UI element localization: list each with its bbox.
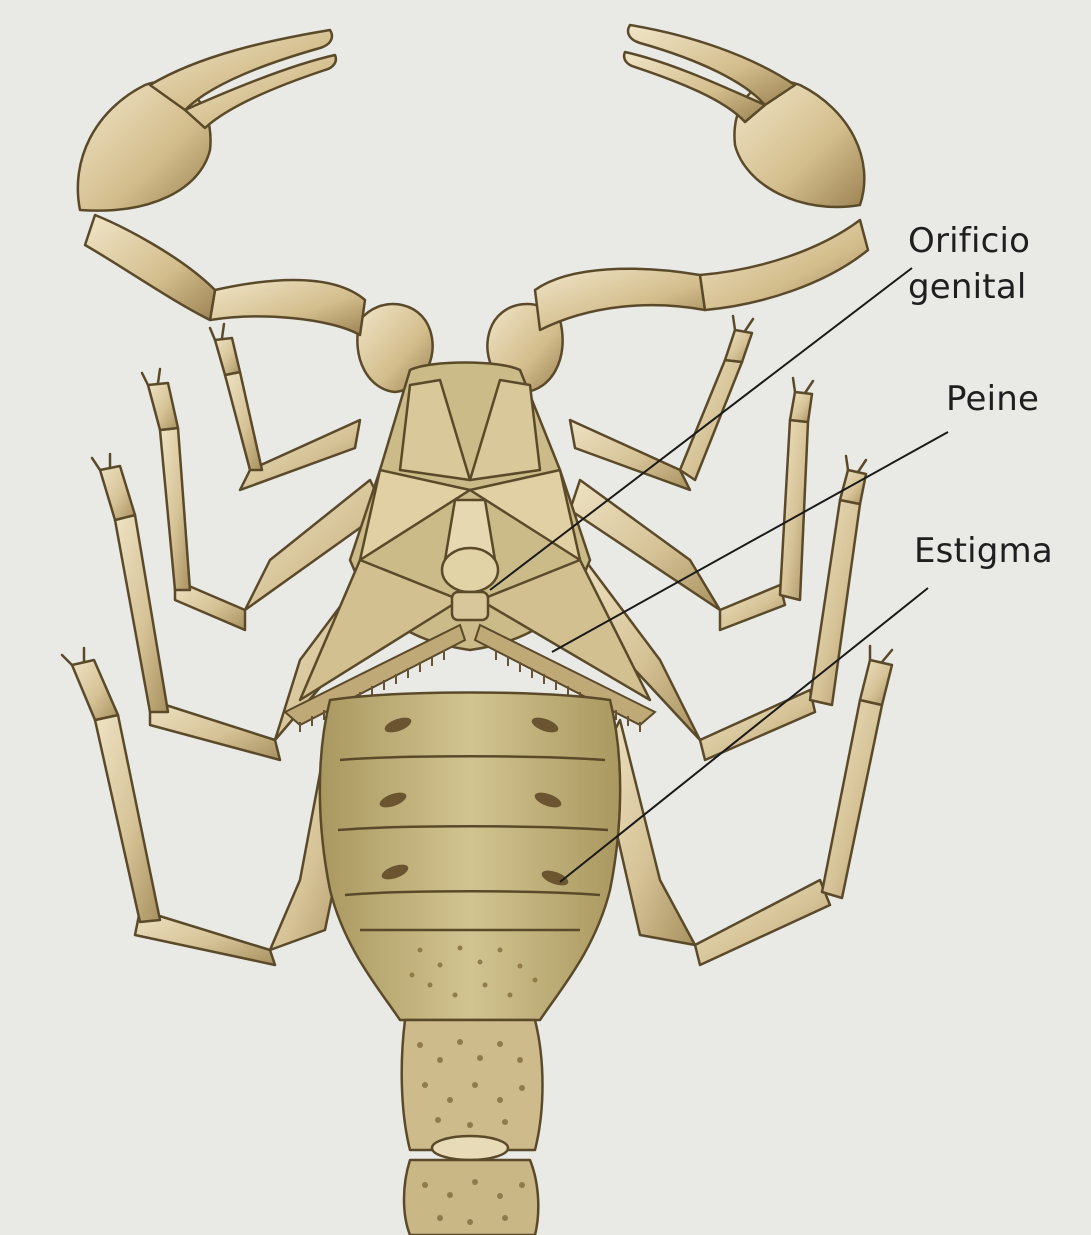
label-estigma: Estigma (914, 528, 1053, 574)
abdomen (320, 693, 620, 1021)
tail-segments (402, 1020, 543, 1235)
label-orificio-genital: Orificio genital (908, 218, 1030, 310)
pedipalp-right (487, 25, 868, 392)
label-peine: Peine (946, 376, 1039, 422)
pedipalp-left (78, 30, 433, 392)
